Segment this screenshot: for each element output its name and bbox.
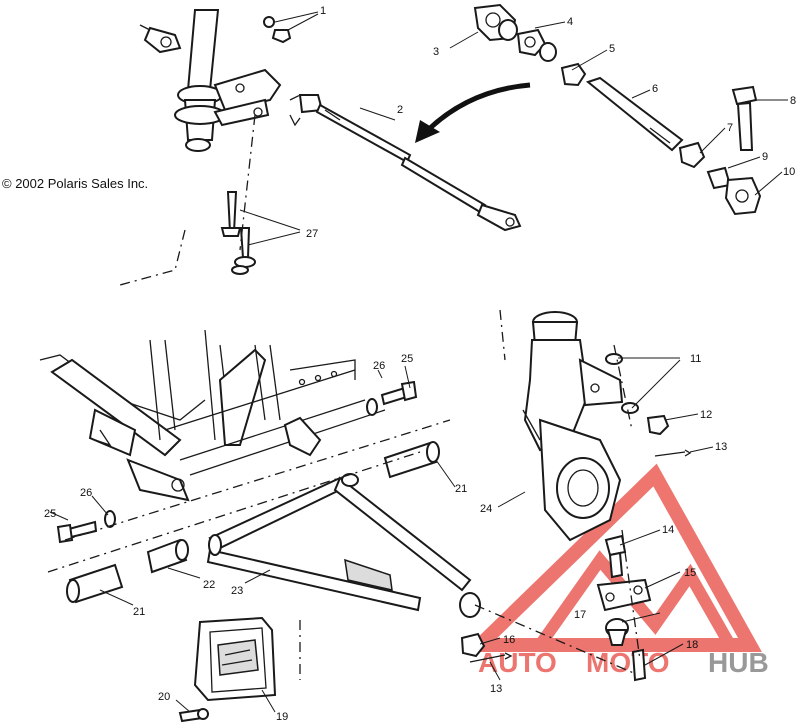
bolt-25-upper — [380, 380, 418, 406]
callout-15: 15 — [684, 567, 696, 579]
skid-plate-19 — [193, 616, 277, 702]
callout-21a: 21 — [133, 606, 145, 618]
callout-labels: 1 2 3 4 5 6 7 8 9 10 11 12 13 13 14 15 1… — [44, 5, 796, 723]
centerline-3 — [289, 94, 301, 101]
steering-post-assembly — [139, 9, 282, 152]
centerline-9 — [613, 344, 633, 431]
copyright-text: © 2002 Polaris Sales Inc. — [2, 176, 148, 191]
callout-12: 12 — [700, 409, 712, 421]
callout-27: 27 — [306, 228, 318, 240]
callout-13a: 13 — [715, 441, 727, 453]
watermark-logo: AUTO MOTO HUB — [462, 463, 769, 678]
bolt-20 — [178, 708, 209, 723]
watermark-text-auto: AUTO — [478, 647, 557, 678]
callout-24: 24 — [480, 503, 492, 515]
centerline-5 — [64, 419, 451, 541]
bolt-18 — [631, 648, 647, 682]
watermark-text-hub: HUB — [708, 647, 769, 678]
centerline-8 — [499, 309, 506, 361]
callout-9: 9 — [762, 151, 768, 163]
pivot-tube-21-upper — [383, 441, 440, 479]
callout-4: 4 — [567, 16, 573, 28]
callout-22: 22 — [203, 579, 215, 591]
callout-11: 11 — [690, 353, 701, 365]
callout-13b: 13 — [490, 683, 502, 695]
centerline-1 — [239, 114, 256, 251]
callout-2: 2 — [397, 104, 403, 116]
nut-12 — [646, 414, 670, 436]
nut-16 — [460, 632, 486, 658]
callout-23: 23 — [231, 585, 243, 597]
frame-section — [39, 329, 386, 502]
a-arm-23 — [206, 473, 481, 618]
pivot-tube-21-lower — [66, 563, 124, 604]
callout-25b: 25 — [401, 353, 413, 365]
callout-7: 7 — [727, 122, 733, 134]
tube-6 — [585, 76, 684, 152]
assembly-arrow — [415, 82, 531, 143]
rod-end-10 — [724, 176, 762, 216]
callout-26a: 26 — [80, 487, 92, 499]
callout-3: 3 — [433, 46, 439, 58]
callout-21b: 21 — [455, 483, 467, 495]
callout-18: 18 — [686, 639, 698, 651]
cotter-pin-13-lower — [469, 652, 513, 663]
bolt-14 — [604, 534, 627, 579]
callout-8: 8 — [790, 95, 796, 107]
callout-16: 16 — [503, 634, 515, 646]
bolt-8 — [731, 85, 758, 151]
cotter-pin-13-upper — [654, 449, 692, 457]
nut-7 — [678, 141, 706, 169]
spindle-24 — [522, 311, 624, 542]
callout-25a: 25 — [44, 508, 56, 520]
callout-6: 6 — [652, 83, 658, 95]
nut-hardware-1 — [263, 16, 292, 44]
bushing-22 — [146, 538, 189, 574]
bolts-27 — [220, 191, 256, 275]
callout-10: 10 — [783, 166, 795, 178]
nut-5 — [560, 62, 587, 87]
centerline-6 — [474, 604, 651, 681]
watermark-text-moto: MOTO — [586, 647, 669, 678]
bolt-25-lower — [56, 520, 98, 544]
callout-5: 5 — [609, 43, 615, 55]
callout-20: 20 — [158, 691, 170, 703]
rod-end-3 — [473, 3, 518, 42]
callout-14: 14 — [662, 524, 674, 536]
jam-nut-4 — [516, 28, 557, 62]
leader-lines — [49, 11, 788, 713]
callout-1: 1 — [320, 5, 326, 17]
tie-rod — [289, 94, 522, 232]
callout-19: 19 — [276, 711, 288, 723]
ball-joint-17 — [605, 618, 629, 646]
callout-17: 17 — [574, 609, 586, 621]
callout-26b: 26 — [373, 360, 385, 372]
washer-26-upper — [366, 398, 378, 416]
centerline-2 — [119, 229, 186, 286]
